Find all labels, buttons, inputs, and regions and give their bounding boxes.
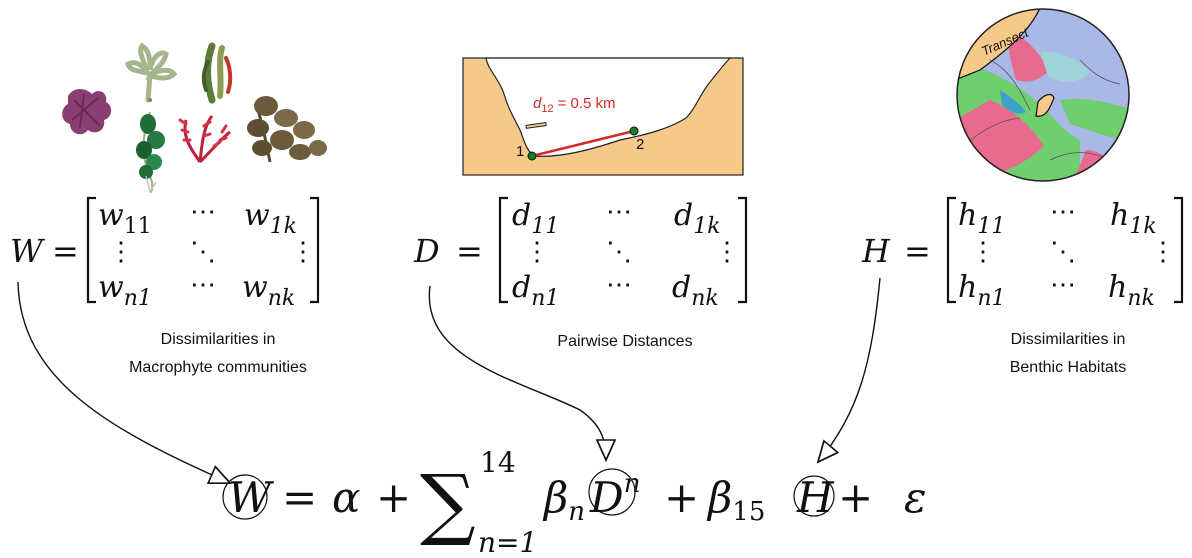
site-2-label: 2 xyxy=(636,136,644,153)
matrix-W-caption-line2: Macrophyte communities xyxy=(129,359,307,376)
brown-seaweed-icon xyxy=(247,96,327,163)
matrix-D-hdots-bottom: ⋯ xyxy=(606,270,632,300)
matrix-D-right-bracket xyxy=(738,196,748,304)
matrix-D-entry-n1: dn1 xyxy=(512,270,559,311)
matrix-H-entry-nk: hnk xyxy=(1108,270,1155,311)
habitat-map: Transect xyxy=(956,8,1130,182)
pale-green-seaweed-icon xyxy=(125,42,178,103)
matrix-D-hdots: ⋯ xyxy=(606,197,632,227)
equation-beta-n: βn xyxy=(542,473,585,527)
red-seaweed-icon xyxy=(178,115,231,164)
equation-plus-2: + xyxy=(664,473,699,522)
distance-line xyxy=(531,129,635,158)
matrix-D-caption: Pairwise Distances xyxy=(557,333,692,350)
matrix-D-equals: = xyxy=(456,232,483,270)
matrix-H-entry-n1: hn1 xyxy=(958,270,1006,311)
equation-plus-3: + xyxy=(838,473,873,522)
matrix-W-entry-nk: wnk xyxy=(242,270,295,311)
matrix-W-vdots-right: ⋮ xyxy=(290,237,316,267)
dark-green-seaweed-icon xyxy=(136,111,165,194)
matrix-H-hdots: ⋯ xyxy=(1050,197,1076,227)
matrix-H-equals: = xyxy=(904,232,931,270)
matrix-D-entry-11: d11 xyxy=(512,198,559,239)
bay-water xyxy=(485,57,732,157)
matrix-H-hdots-bottom: ⋯ xyxy=(1050,270,1076,300)
equation-equals: = xyxy=(282,473,317,522)
equation-W: W xyxy=(228,473,275,522)
W-highlight-circle xyxy=(222,474,268,520)
equation-plus-1: + xyxy=(376,473,411,522)
matrix-H-right-bracket xyxy=(1174,196,1184,304)
distance-label: d12= 0.5 km xyxy=(533,95,616,115)
site-1-label: 1 xyxy=(516,143,524,160)
matrix-H-caption-line2: Benthic Habitats xyxy=(1010,359,1127,376)
equation-sum-upper: 14 xyxy=(480,446,516,479)
H-highlight-circle xyxy=(793,475,835,517)
matrix-H-left-bracket xyxy=(946,196,956,304)
matrix-H-ddots: ⋱ xyxy=(1050,237,1076,267)
matrix-D-vdots-right: ⋮ xyxy=(714,237,740,267)
matrix-D-entry-1k: d1k xyxy=(674,198,721,239)
matrix-D-vdots-left: ⋮ xyxy=(524,237,550,267)
matrix-W-caption-line1: Dissimilarities in xyxy=(161,331,276,348)
equation-beta-15: β15 xyxy=(706,473,765,527)
matrix-D: D = d11 ⋯ d1k ⋮ ⋱ ⋮ dn1 ⋯ dnk Pairwise D… xyxy=(413,196,748,350)
matrix-H-entry-1k: h1k xyxy=(1110,198,1157,239)
ribbon-seaweed-icon xyxy=(201,42,233,104)
matrix-W-right-bracket xyxy=(310,196,320,304)
coastline-map: 1 2 d12= 0.5 km xyxy=(462,57,744,176)
equation-alpha: α xyxy=(332,473,360,522)
site-1-marker xyxy=(527,151,537,161)
matrix-H-caption-line1: Dissimilarities in xyxy=(1011,331,1126,348)
macrophyte-illustration xyxy=(62,42,327,194)
arrow-H-to-equation xyxy=(816,277,881,464)
matrix-W-left-bracket xyxy=(86,196,96,304)
matrix-W-name: W xyxy=(10,232,46,270)
matrix-W-entry-11: w11 xyxy=(98,198,152,239)
model-equation: W = α + ∑ 14 n=1 βn Dn + β15 H + ε xyxy=(222,446,927,558)
matrix-W-ddots: ⋱ xyxy=(190,237,216,267)
matrix-D-left-bracket xyxy=(498,196,508,304)
D-highlight-circle xyxy=(588,468,636,516)
matrix-W-vdots-left: ⋮ xyxy=(108,237,134,267)
matrix-D-entry-nk: dnk xyxy=(672,270,719,311)
arrow-W-to-equation xyxy=(17,281,232,484)
equation-D-power: Dn xyxy=(589,469,640,522)
matrix-W-hdots: ⋯ xyxy=(190,197,216,227)
matrix-W-entry-n1: wn1 xyxy=(98,270,152,311)
matrix-W: W = w11 ⋯ w1k ⋮ ⋱ ⋮ wn1 ⋯ wnk Dissimilar… xyxy=(10,196,320,376)
matrix-D-name: D xyxy=(413,232,440,270)
matrix-H-name: H xyxy=(861,232,891,270)
equation-sum-lower: n=1 xyxy=(478,526,537,558)
equation-sum-symbol: ∑ xyxy=(420,459,476,549)
matrix-W-hdots-bottom: ⋯ xyxy=(190,270,216,300)
matrix-W-entry-1k: w1k xyxy=(244,198,297,239)
matrix-H-vdots-left: ⋮ xyxy=(970,237,996,267)
arrow-D-to-equation xyxy=(428,285,617,462)
matrix-H-vdots-right: ⋮ xyxy=(1150,237,1176,267)
equation-epsilon: ε xyxy=(904,473,927,522)
matrix-W-equals: = xyxy=(52,232,79,270)
equation-H: H xyxy=(796,473,835,522)
site-2-marker xyxy=(629,126,639,136)
purple-seaweed-icon xyxy=(62,89,112,135)
connector-arrows xyxy=(17,277,881,484)
matrix-H: H = h11 ⋯ h1k ⋮ ⋱ ⋮ hn1 ⋯ hnk Dissimilar… xyxy=(861,196,1184,376)
matrix-H-entry-11: h11 xyxy=(958,198,1005,239)
matrix-D-ddots: ⋱ xyxy=(606,237,632,267)
